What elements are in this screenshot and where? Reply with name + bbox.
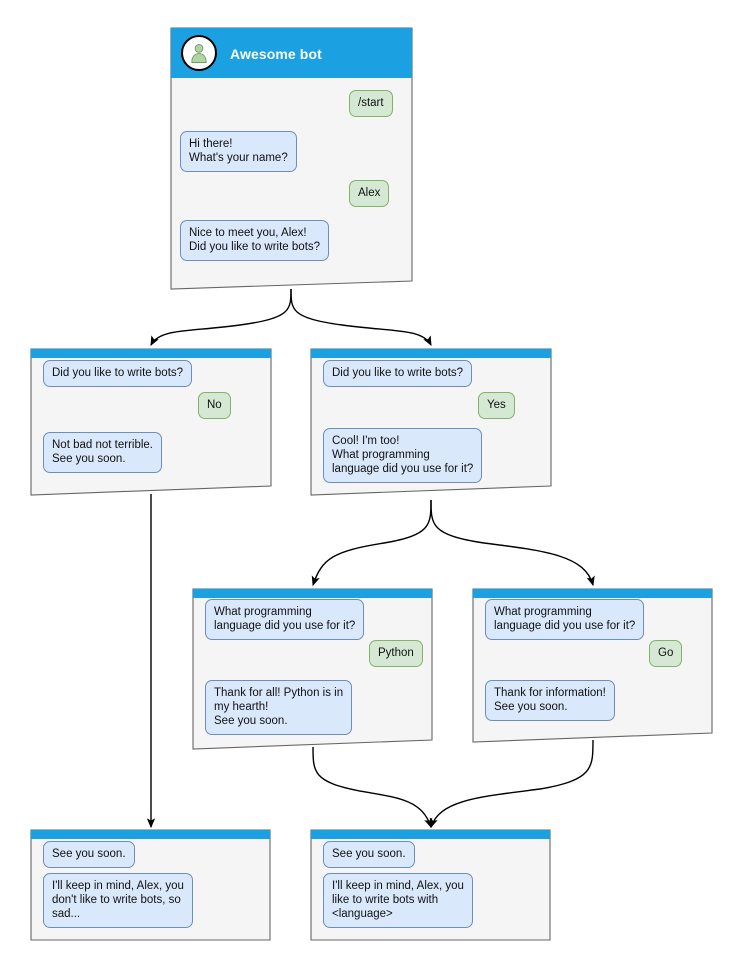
avatar xyxy=(181,35,217,71)
message-bubble-user: Alex xyxy=(349,180,390,207)
edge-start-to-no xyxy=(150,288,292,346)
card-end-sad[interactable]: See you soon. I'll keep in mind, Alex, y… xyxy=(30,829,271,941)
message-bubble-bot: I'll keep in mind, Alex, you like to wri… xyxy=(323,873,473,928)
card-lang-python[interactable]: What programming language did you use fo… xyxy=(192,588,433,750)
message-bubble-user: Yes xyxy=(478,392,515,419)
message-bubble-bot: See you soon. xyxy=(43,841,135,868)
message-bubble-bot: Not bad not terrible. See you soon. xyxy=(43,432,163,473)
message-bubble-bot: I'll keep in mind, Alex, you don't like … xyxy=(43,873,193,928)
message-bubble-user: Go xyxy=(649,640,683,667)
edge-start-to-yes xyxy=(290,288,432,346)
message-bubble-bot: Thank for all! Python is in my hearth! S… xyxy=(205,680,353,735)
message-bubble-bot: Thank for information! See you soon. xyxy=(485,680,615,721)
message-bubble-user: /start xyxy=(349,90,393,117)
message-bubble-bot: Nice to meet you, Alex! Did you like to … xyxy=(180,220,330,261)
message-bubble-bot: What programming language did you use fo… xyxy=(485,599,645,640)
card-start[interactable]: Awesome bot /start Hi there! What's your… xyxy=(170,27,413,290)
edge-python-to-end-happy xyxy=(312,746,433,829)
card-answer-no[interactable]: Did you like to write bots? No Not bad n… xyxy=(30,348,272,496)
message-bubble-bot: Did you like to write bots? xyxy=(43,360,193,387)
card-title: Awesome bot xyxy=(230,46,322,62)
message-bubble-user: No xyxy=(198,392,231,419)
message-bubble-bot: Did you like to write bots? xyxy=(323,360,473,387)
edge-yes-to-python xyxy=(311,499,432,587)
card-answer-yes[interactable]: Did you like to write bots? Yes Cool! I'… xyxy=(310,348,552,496)
message-bubble-bot: Hi there! What's your name? xyxy=(180,131,297,172)
card-end-happy[interactable]: See you soon. I'll keep in mind, Alex, y… xyxy=(310,829,551,941)
edge-yes-to-go xyxy=(430,499,595,587)
person-avatar-icon xyxy=(191,44,207,63)
edge-go-to-end-happy xyxy=(429,739,594,829)
message-bubble-bot: See you soon. xyxy=(323,841,415,868)
message-bubble-bot: What programming language did you use fo… xyxy=(205,599,365,640)
message-bubble-bot: Cool! I'm too! What programming language… xyxy=(323,428,483,483)
card-lang-go[interactable]: What programming language did you use fo… xyxy=(472,588,713,743)
message-bubble-user: Python xyxy=(369,640,423,667)
